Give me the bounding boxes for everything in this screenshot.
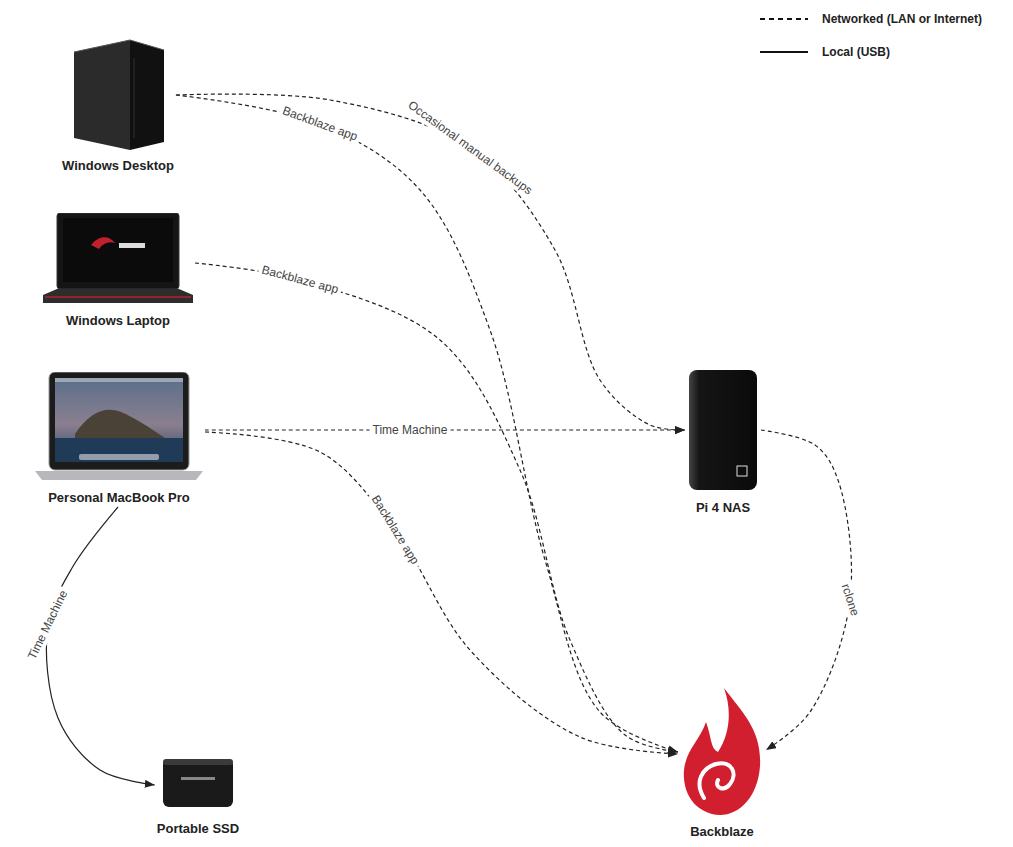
legend-line <box>760 18 808 20</box>
device-node: Windows Desktop <box>62 38 174 173</box>
laptop-logo-bar <box>119 243 145 248</box>
legend-line <box>760 51 808 53</box>
legend-sample <box>758 14 808 24</box>
network-connector <box>176 95 678 752</box>
tower-side <box>74 40 130 150</box>
connector-label: Backblaze app <box>278 102 363 145</box>
legend-entry: Local (USB) <box>758 43 982 61</box>
legend-entry: Networked (LAN or Internet) <box>758 10 982 28</box>
tower-vent <box>134 58 135 138</box>
network-connector <box>195 263 678 752</box>
connector-label: Backblaze app <box>257 262 343 298</box>
ssd-top <box>163 759 233 765</box>
connector-label: Backblaze app <box>366 490 424 570</box>
ssd-logo-bar <box>181 777 215 780</box>
legend-label: Networked (LAN or Internet) <box>822 12 982 26</box>
device-icon <box>43 213 193 305</box>
network-connector <box>205 432 678 754</box>
connector-label: Time Machine <box>24 585 73 664</box>
device-icon <box>159 753 237 813</box>
macbook-lid <box>49 372 189 470</box>
legend-sample <box>758 47 808 57</box>
ssd-body <box>163 759 233 807</box>
legend: Networked (LAN or Internet) Local (USB) <box>758 10 982 76</box>
device-label: Windows Desktop <box>62 158 174 173</box>
device-icon <box>680 688 764 816</box>
legend-label: Local (USB) <box>822 45 890 59</box>
device-node: Backblaze <box>680 688 764 839</box>
laptop-lid <box>57 213 179 289</box>
wallpaper-island <box>75 410 165 438</box>
connector-label: Occasional manual backups <box>402 96 537 200</box>
usb-connector <box>46 507 154 785</box>
laptop-logo-mark <box>91 237 115 249</box>
device-node: Windows Laptop <box>43 213 193 328</box>
device-icon <box>35 372 203 482</box>
macbook-base <box>35 471 203 480</box>
device-node: Portable SSD <box>157 753 239 836</box>
nas-logo <box>737 466 747 476</box>
device-label: Pi 4 NAS <box>696 500 750 515</box>
nas-enclosure <box>689 370 757 490</box>
laptop-accent <box>45 296 191 298</box>
device-node: Pi 4 NAS <box>687 370 759 515</box>
flame-swirl <box>700 763 734 798</box>
macbook-dock <box>79 454 159 460</box>
connector-label: Time Machine <box>370 423 451 438</box>
network-connector <box>176 94 685 430</box>
macbook-menubar <box>55 378 183 382</box>
tower-front <box>130 40 164 150</box>
device-label: Portable SSD <box>157 821 239 836</box>
device-icon <box>68 38 168 150</box>
device-label: Personal MacBook Pro <box>48 490 190 505</box>
wallpaper-sea <box>55 438 183 462</box>
device-label: Windows Laptop <box>66 313 170 328</box>
connector-label: rclone <box>837 579 863 620</box>
macbook-screen <box>55 378 183 462</box>
flame-logo <box>684 688 760 815</box>
laptop-screen <box>63 218 173 282</box>
laptop-base <box>43 289 193 303</box>
device-icon <box>687 370 759 492</box>
device-label: Backblaze <box>690 824 754 839</box>
tower-edge <box>74 40 164 52</box>
device-node: Personal MacBook Pro <box>35 372 203 505</box>
